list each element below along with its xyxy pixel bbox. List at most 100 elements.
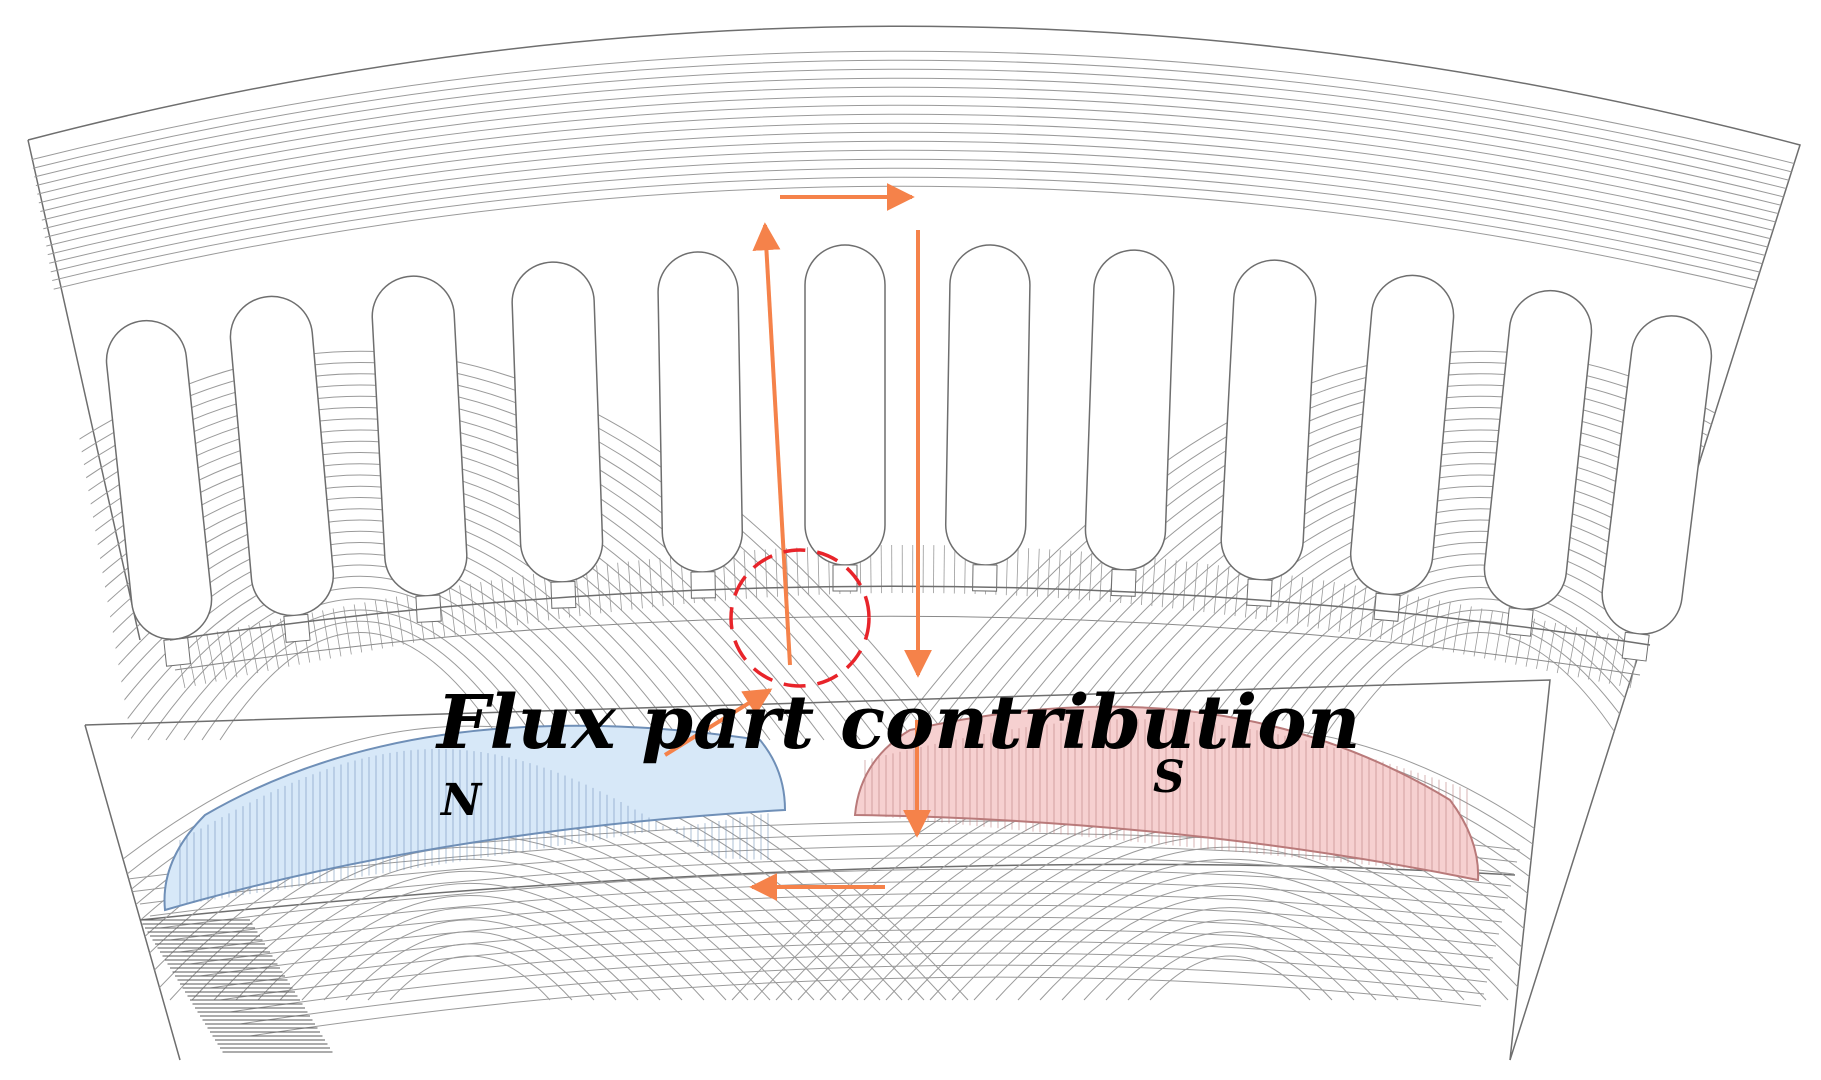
airgap-line xyxy=(469,583,477,632)
airgap-line xyxy=(1536,620,1546,669)
airgap-line xyxy=(374,600,383,649)
rotor-yoke-flux-line xyxy=(249,976,1482,1037)
rotor-flux-line xyxy=(951,846,1509,1001)
arrow-diagonal-icon xyxy=(663,688,773,757)
airgap-line xyxy=(1296,577,1304,626)
stator-yoke-flux-line xyxy=(29,77,1800,193)
slot-pocket xyxy=(105,319,213,641)
slot-opening xyxy=(1621,631,1650,662)
airgap-line xyxy=(953,545,956,594)
airgap-line xyxy=(1307,578,1314,627)
rotor-yoke-flux-line xyxy=(169,880,1506,941)
stator-flux-line xyxy=(1015,429,1800,741)
stator-flux-line xyxy=(28,373,915,741)
airgap-line xyxy=(743,550,747,599)
airgap-flux-lines xyxy=(174,545,1641,689)
stator-flux-line xyxy=(28,362,933,741)
airgap-line xyxy=(1057,550,1061,599)
slot-pocket xyxy=(1601,315,1713,635)
airgap-boundary xyxy=(174,615,1641,676)
stator-slot xyxy=(1220,259,1317,607)
airgap-line xyxy=(1234,568,1240,617)
slot-opening xyxy=(550,580,577,609)
arrow-up-icon xyxy=(752,222,792,666)
rotor-yoke-flux-line xyxy=(149,856,1512,917)
rotor-flux-line xyxy=(1061,907,1399,1001)
stator-yoke-flux-line xyxy=(29,167,1800,283)
airgap-line xyxy=(943,545,945,594)
airgap-line xyxy=(1276,573,1283,623)
airgap-line xyxy=(638,560,643,609)
stator-flux-line xyxy=(1303,609,1657,741)
airgap-line xyxy=(1421,598,1430,647)
airgap-line xyxy=(606,564,612,613)
south-magnet xyxy=(853,705,1480,882)
airgap-line xyxy=(1068,550,1072,599)
rotor-yoke-flux-line xyxy=(159,868,1509,929)
stator-yoke-flux-line xyxy=(29,149,1800,265)
stator-flux-line xyxy=(39,519,681,741)
rotor-yoke-flux-line xyxy=(189,904,1500,965)
stator-yoke-flux-line xyxy=(29,86,1800,202)
airgap-line xyxy=(1338,583,1346,632)
airgap-line xyxy=(1182,561,1188,610)
stator-yoke-flux-line xyxy=(29,113,1800,229)
airgap-line xyxy=(669,556,674,606)
airgap-line xyxy=(1151,558,1156,607)
airgap-line xyxy=(785,548,789,597)
stator-yoke-flux-line xyxy=(29,176,1800,292)
stator-slot xyxy=(1084,249,1175,597)
rotor-yoke-flux-line xyxy=(199,916,1497,977)
leakage-highlight-circle xyxy=(729,548,871,688)
airgap-line xyxy=(1432,600,1441,649)
airgap-line xyxy=(206,633,217,682)
airgap-line xyxy=(754,550,758,599)
stator-slot xyxy=(1601,315,1713,662)
airgap-line xyxy=(227,629,238,678)
airgap-line xyxy=(532,573,539,623)
airgap-line xyxy=(1037,548,1040,597)
airgap-line xyxy=(237,627,248,676)
airgap-line xyxy=(1400,594,1409,643)
rotor-yoke-flux-line xyxy=(239,964,1485,1025)
north-magnet-hatching xyxy=(179,748,769,905)
stator-slot xyxy=(944,244,1031,592)
figure-title: Flux part contribution xyxy=(435,680,1360,766)
rotor-flux-line xyxy=(1105,931,1355,1001)
slot-opening xyxy=(972,564,998,592)
airgap-line xyxy=(1588,631,1599,680)
rotor-flux-line xyxy=(323,919,617,1001)
stator-slot xyxy=(1349,274,1455,622)
stator-yoke-flux-line xyxy=(29,185,1800,301)
south-pole-label: S xyxy=(1153,752,1185,803)
stator-slot xyxy=(657,251,744,599)
stator-yoke-flux-line xyxy=(29,158,1800,274)
rotor-flux-line xyxy=(995,871,1465,1001)
stator-flux-line xyxy=(75,542,645,741)
airgap-line xyxy=(796,547,799,596)
stator-flux-line xyxy=(57,530,663,741)
rotor-flux-line xyxy=(257,882,683,1001)
rotor-flux-line xyxy=(1083,919,1377,1001)
stator-yoke-flux-line xyxy=(29,104,1800,220)
stator-flux-line xyxy=(889,350,1800,741)
stator-yoke-flux-line xyxy=(29,59,1800,175)
stator-flux-line xyxy=(201,620,519,741)
airgap-line xyxy=(1452,604,1462,653)
airgap-line xyxy=(1348,585,1356,634)
airgap-line xyxy=(596,565,602,614)
airgap-line xyxy=(775,548,778,597)
airgap-line xyxy=(195,635,207,684)
airgap-line xyxy=(1203,564,1209,613)
rotor-yoke-flux-line xyxy=(229,952,1488,1013)
stator-flux-line xyxy=(28,350,951,741)
slot-pocket xyxy=(657,251,744,573)
airgap-line xyxy=(258,622,269,671)
rotor-flux-line xyxy=(345,931,595,1001)
airgap-line xyxy=(1473,608,1483,657)
rotor-flux-line xyxy=(213,858,727,1001)
stator-slot xyxy=(371,275,468,623)
slot-pocket xyxy=(371,275,468,597)
rotor-flux-line xyxy=(1039,895,1421,1001)
